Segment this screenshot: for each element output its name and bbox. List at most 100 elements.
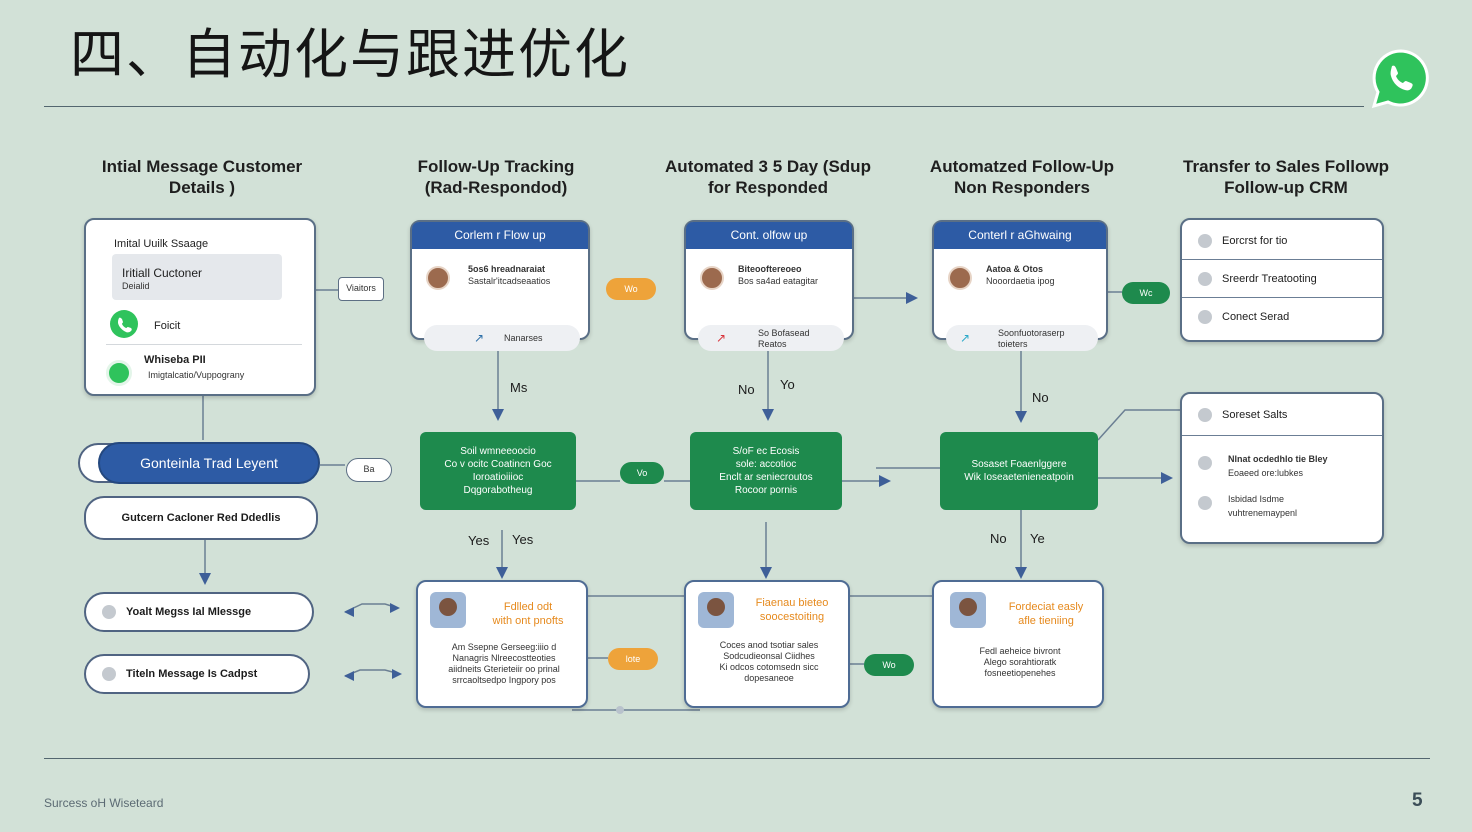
badge-orange-1: Wo — [606, 278, 656, 300]
field-sub: Deialid — [122, 281, 150, 291]
card3-pill-line1: So Bofasead — [758, 328, 810, 338]
follow-up-card[interactable]: Corlem r Flow up 5os6 hreadnaraiat Sasta… — [410, 220, 590, 351]
crm-bottom-item2-l2: vuhtrenemaypenl — [1228, 508, 1298, 518]
column-heading-tracking: Follow-Up Tracking(Rad-Respondod) — [417, 157, 575, 197]
crm-bottom-heading-row: Soreset Salts — [1182, 394, 1382, 436]
chat-icon — [102, 605, 116, 619]
initial-card-row2-sub: Imigtalcatio/Vuppograny — [148, 370, 245, 380]
crm-bottom-item1-l1: Nlnat ocdedhlo tie Bley — [1228, 454, 1328, 464]
page-title: 四、自动化与跟进优化 — [70, 23, 630, 86]
initial-card-row1: Foicit — [154, 320, 181, 332]
gear-icon — [1198, 271, 1212, 286]
automated-card-header: Cont. olfow up — [686, 222, 852, 249]
non-responders-card[interactable]: Conterl r aGhwaing Aatoa & Otos Nooordae… — [932, 220, 1108, 351]
context-tracking-pill[interactable]: Gonteinla Trad Leyent — [98, 442, 320, 484]
footer-source: Surcess oH Wiseteard — [44, 796, 164, 810]
edge-label-yo: Yo — [780, 377, 795, 392]
card4-pill[interactable]: ↗ Soonfuotoraserp toieters — [946, 325, 1098, 351]
gear-icon — [1198, 407, 1212, 422]
message-row-2[interactable]: Titeln Message Is Cadpst — [84, 654, 310, 694]
crm-list-top[interactable]: Eorcrst for tio Sreerdr Treatooting Cone… — [1180, 218, 1384, 342]
card3-pill-line2: Reatos — [758, 339, 787, 349]
card4-pill-line2: toieters — [998, 339, 1028, 349]
badge-green-2: Vo — [620, 462, 664, 484]
arrow-icon: ↗ — [960, 331, 971, 345]
gear-icon — [1198, 456, 1212, 470]
badge-green-3: Wo — [864, 654, 914, 676]
card4-line2: Nooordaetia ipog — [986, 276, 1055, 286]
card2-line2: Sastalr'itcadseaatios — [468, 276, 551, 286]
card2-line1: 5os6 hreadnaraiat — [468, 264, 546, 274]
chat-icon — [106, 360, 132, 386]
title-divider — [44, 106, 1364, 107]
avatar-icon — [698, 592, 734, 628]
field-label: Iritiall Cuctoner — [122, 266, 203, 280]
non-responders-card-header: Conterl r aGhwaing — [934, 222, 1106, 249]
initial-card-heading: Imital Uuilk Ssaage — [114, 238, 209, 250]
crm-item[interactable]: Sreerdr Treatooting — [1182, 260, 1382, 298]
message-row-1[interactable]: Yoalt Megss Ial Mlessge — [84, 592, 314, 632]
edge-label-yes: Yes — [512, 532, 534, 547]
gear-icon — [1198, 233, 1212, 248]
card3-pill[interactable]: ↗ So Bofasead Reatos — [698, 325, 844, 351]
whatsapp-logo-icon — [1370, 48, 1432, 110]
crm-item[interactable]: Eorcrst for tio — [1182, 222, 1382, 260]
initial-message-card[interactable]: Imital Uuilk Ssaage Iritiall Cuctoner De… — [84, 218, 316, 396]
edge-label-no: No — [990, 531, 1007, 546]
card3-line1: Biteooftereoeo — [738, 264, 802, 274]
follow-up-card-header: Corlem r Flow up — [412, 222, 588, 249]
arrow-icon: ↗ — [716, 331, 727, 345]
page-number: 5 — [1412, 790, 1423, 811]
row-divider — [106, 344, 302, 345]
initial-card-field[interactable]: Iritiall Cuctoner Deialid — [112, 254, 282, 300]
avatar-icon — [950, 592, 986, 628]
customer-details-pill[interactable]: Gutcern Cacloner Red Ddedlis — [84, 496, 318, 540]
card2-pill[interactable]: ↗ Nanarses — [424, 325, 580, 351]
card4-pill-line1: Soonfuotoraserp — [998, 328, 1065, 338]
footer-divider — [44, 758, 1430, 759]
chat-icon — [102, 667, 116, 681]
badge-green-1: Wc — [1122, 282, 1170, 304]
badge-outline-ba: Ba — [346, 458, 392, 482]
card3-line2: Bos sa4ad eatagitar — [738, 276, 819, 286]
avatar-icon — [426, 266, 450, 290]
edge-label-yes: Yes — [468, 533, 490, 548]
phone-icon — [110, 310, 138, 338]
crm-item[interactable]: Conect Serad — [1182, 298, 1382, 336]
edge-label-ye: Ye — [1030, 531, 1045, 546]
automated-follow-up-card[interactable]: Cont. olfow up Biteooftereoeo Bos sa4ad … — [684, 220, 854, 351]
arrow-icon: ↗ — [474, 331, 485, 345]
card4-line1: Aatoa & Otos — [986, 264, 1044, 274]
crm-list-bottom[interactable]: Soreset Salts Nlnat ocdedhlo tie Bley Eo… — [1180, 392, 1384, 544]
avatar-icon — [430, 592, 466, 628]
gear-icon — [1198, 310, 1212, 324]
initial-card-row2-title: Whiseba PII — [144, 354, 206, 366]
crm-bottom-item1-l2: Eoaeed ore:lubkes — [1228, 468, 1304, 478]
visitors-tag: Viaitors — [338, 277, 384, 301]
edge-label-no: No — [1032, 390, 1049, 405]
badge-orange-2: lote — [608, 648, 658, 670]
card2-pill-text: Nanarses — [504, 333, 543, 343]
edge-label-ms: Ms — [510, 380, 528, 395]
gear-icon — [1198, 496, 1212, 510]
edge-label-no: No — [738, 382, 755, 397]
avatar-icon — [948, 266, 972, 290]
avatar-icon — [700, 266, 724, 290]
